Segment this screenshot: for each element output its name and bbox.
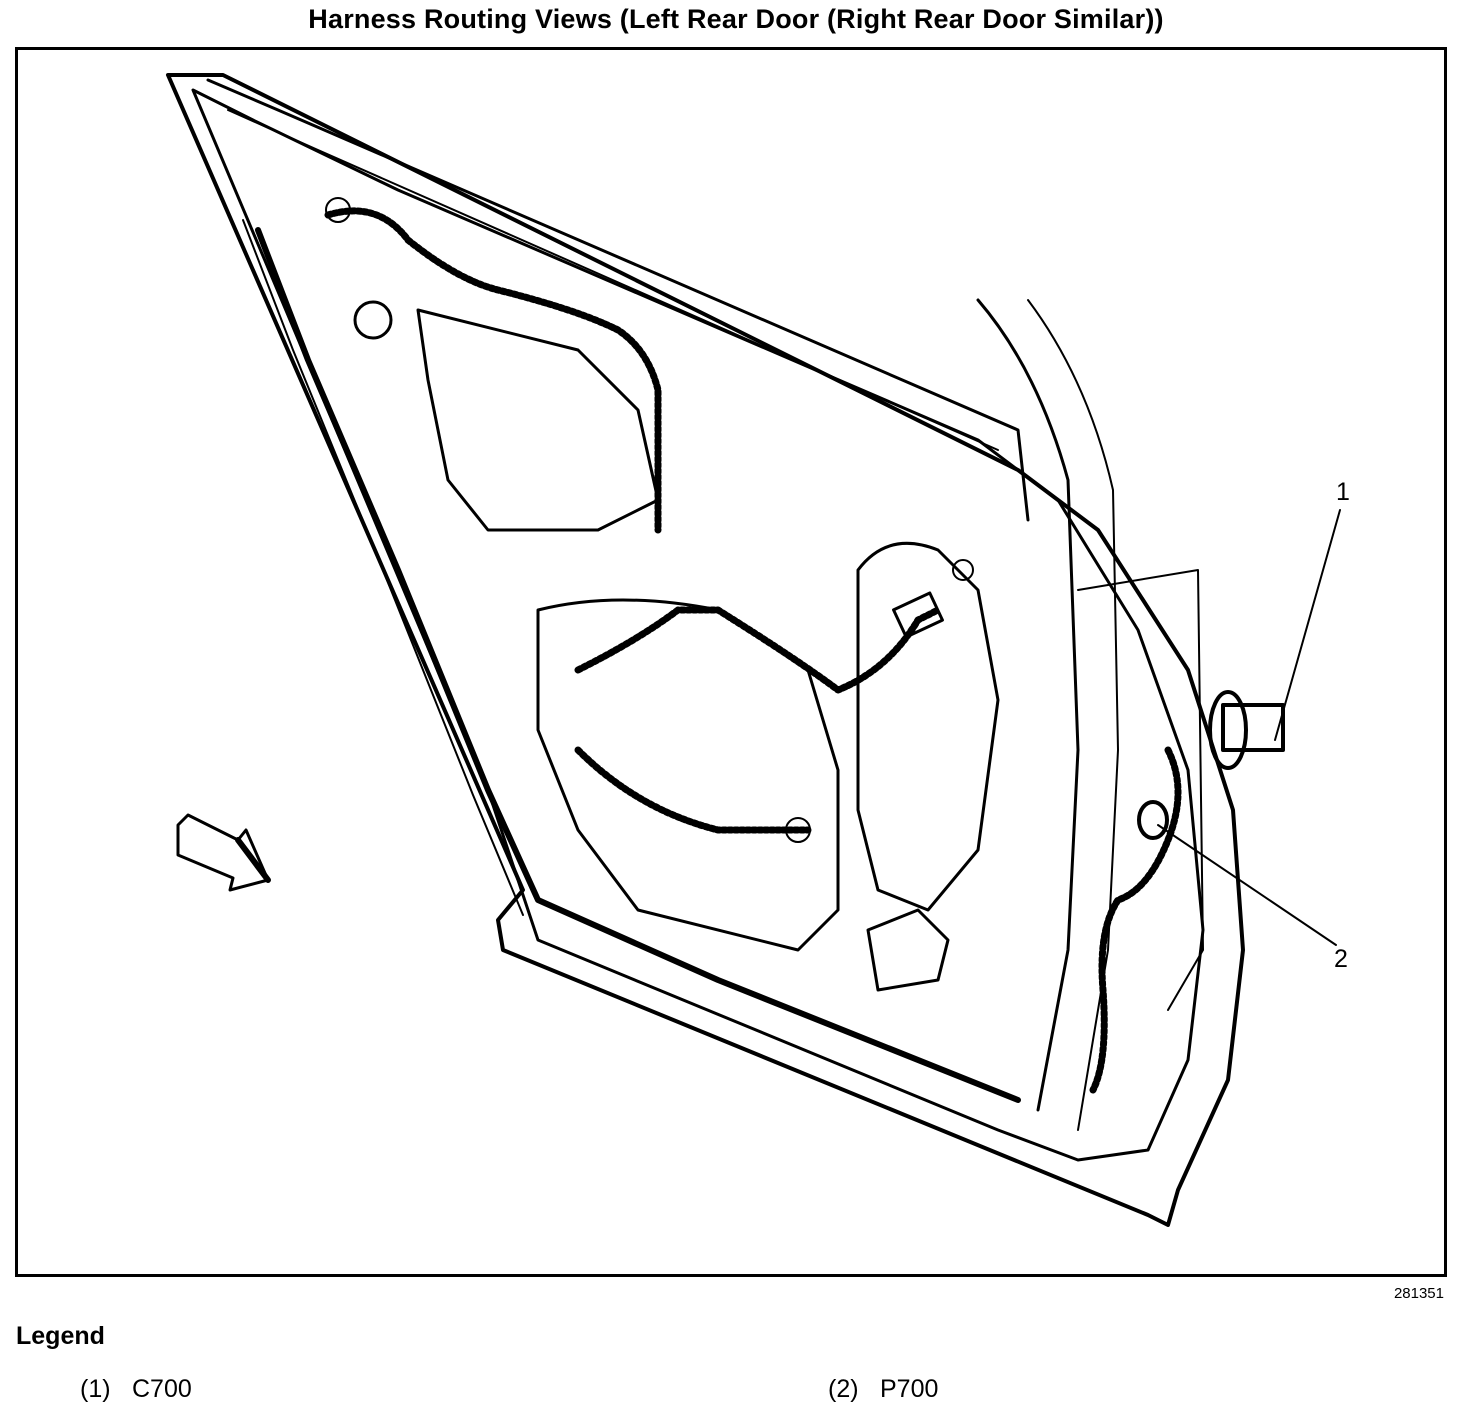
- legend-item-text: P700: [880, 1375, 939, 1403]
- legend-item-number: (1): [80, 1375, 111, 1403]
- view-direction-arrow-icon: [176, 813, 270, 892]
- door-outer-edge: [166, 73, 1245, 1227]
- figure-id: 281351: [1393, 1285, 1444, 1302]
- door-flange: [255, 227, 1021, 1103]
- speaker-opening: [536, 598, 840, 952]
- hinge-pillar: [976, 298, 1080, 1112]
- window-regulator-panel: [416, 308, 660, 532]
- door-harness-illustration: [166, 73, 1341, 1227]
- window-frame: [206, 78, 1030, 522]
- callout-leader-1: [1274, 509, 1341, 741]
- wiring-harness-lower: [574, 606, 942, 694]
- wiring-harness-pillar: [1089, 746, 1182, 1094]
- wiring-harness-upper: [324, 207, 662, 534]
- callout-1-label: 1: [1336, 478, 1350, 506]
- callout-2-label: 2: [1334, 945, 1348, 973]
- connector-p700-icon: [1137, 800, 1169, 840]
- door-seal-line: [242, 219, 524, 916]
- diagram-title: Harness Routing Views (Left Rear Door (R…: [308, 4, 1164, 34]
- door-inner-edge: [191, 88, 1205, 1162]
- callout-leader-2: [1157, 824, 1337, 946]
- legend-heading: Legend: [16, 1322, 105, 1350]
- legend-item-number: (2): [828, 1375, 859, 1403]
- diagram-frame: [15, 47, 1447, 1277]
- legend-item-text: C700: [132, 1375, 192, 1403]
- connector-c700-icon: [1221, 703, 1285, 752]
- legend-item-2: (2) P700: [828, 1375, 938, 1404]
- legend-item-1: (1) C700: [80, 1375, 192, 1404]
